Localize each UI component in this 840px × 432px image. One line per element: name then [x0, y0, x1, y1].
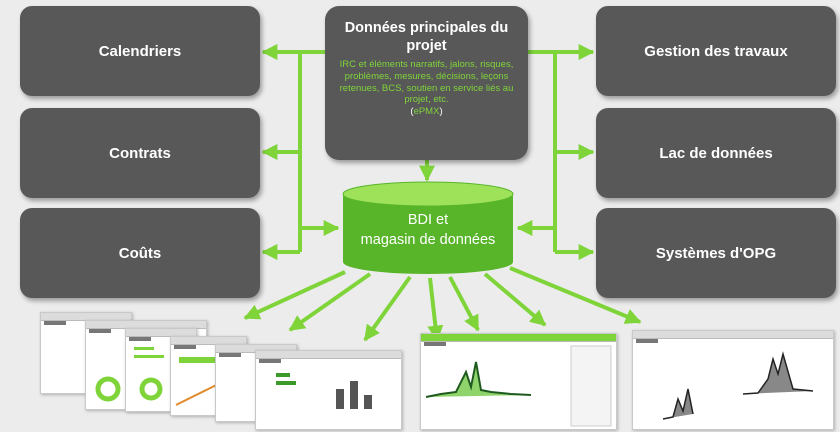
- couts-box: Coûts: [20, 208, 260, 298]
- contrats-box: Contrats: [20, 108, 260, 198]
- couts-label: Coûts: [118, 244, 162, 262]
- lac-donnees-label: Lac de données: [659, 144, 773, 162]
- lac-donnees-box: Lac de données: [596, 108, 836, 198]
- epmx-label: ePMX: [413, 106, 440, 118]
- report-thumbnail: [632, 330, 834, 430]
- report-thumbnail: [420, 333, 617, 430]
- report-thumbnail: [255, 350, 402, 430]
- center-description: IRC et éléments narratifs, jalons, risqu…: [339, 59, 514, 106]
- contrats-label: Contrats: [109, 144, 171, 162]
- database-cylinder: [342, 181, 514, 274]
- project-master-data-box: Données principales du projet IRC et élé…: [325, 6, 528, 160]
- database-label-line2: magasin de données: [360, 232, 496, 248]
- gestion-travaux-box: Gestion des travaux: [596, 6, 836, 96]
- epmx-source: (ePMX): [410, 106, 443, 118]
- calendriers-label: Calendriers: [98, 42, 182, 60]
- center-title: Données principales du projet: [344, 20, 509, 54]
- database-label-line1: BDI et: [407, 212, 449, 228]
- gestion-travaux-label: Gestion des travaux: [644, 42, 788, 60]
- systemes-opg-box: Systèmes d'OPG: [596, 208, 836, 298]
- calendriers-box: Calendriers: [20, 6, 260, 96]
- systemes-opg-label: Systèmes d'OPG: [655, 244, 777, 262]
- database-label: BDI et magasin de données: [343, 210, 513, 250]
